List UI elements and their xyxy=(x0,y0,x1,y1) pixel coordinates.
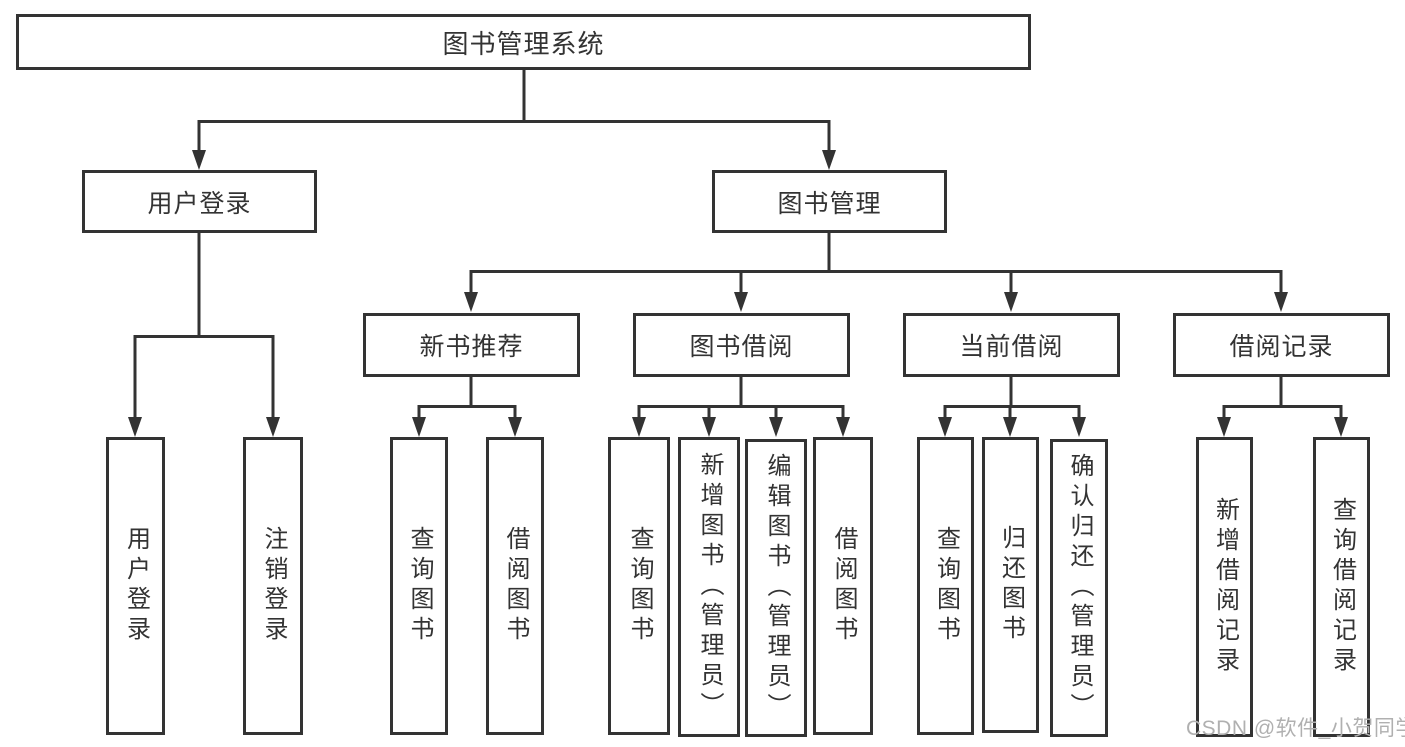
connector-borrow-records-children xyxy=(1217,377,1348,437)
node-current-borrow: 当前借阅 xyxy=(903,313,1120,377)
leaf-add-borrow-record: 新增借阅记录 xyxy=(1196,437,1253,737)
connector-user-login-children xyxy=(128,233,280,437)
leaf-return-books: 归还图书 xyxy=(982,437,1039,733)
leaf-borrow-books: 借阅图书 xyxy=(813,437,873,735)
leaf-borrow-books-recommend: 借阅图书 xyxy=(486,437,544,735)
node-new-book-recommend: 新书推荐 xyxy=(363,313,580,377)
node-book-management: 图书管理 xyxy=(712,170,947,233)
leaf-confirm-return-admin: 确认归还（管理员） xyxy=(1050,439,1108,737)
leaf-edit-books-admin: 编辑图书（管理员） xyxy=(745,439,807,737)
node-borrow-records: 借阅记录 xyxy=(1173,313,1390,377)
connector-book-management-children xyxy=(464,233,1288,312)
leaf-logout: 注销登录 xyxy=(243,437,303,735)
leaf-query-books-recommend: 查询图书 xyxy=(390,437,448,735)
leaf-add-books-admin: 新增图书（管理员） xyxy=(678,437,740,737)
leaf-user-login: 用户登录 xyxy=(106,437,165,735)
connector-book-borrow-children xyxy=(632,377,850,437)
connector-current-borrow-children xyxy=(938,377,1086,437)
connector-root-to-level2 xyxy=(192,70,836,170)
node-root-library-system: 图书管理系统 xyxy=(16,14,1031,70)
csdn-watermark: CSDN @软件_小贺同学 xyxy=(1186,717,1405,740)
leaf-query-books-current: 查询图书 xyxy=(917,437,974,735)
leaf-query-books-borrow: 查询图书 xyxy=(608,437,670,735)
node-book-borrow: 图书借阅 xyxy=(633,313,850,377)
connector-new-book-children xyxy=(412,377,522,437)
leaf-query-borrow-record: 查询借阅记录 xyxy=(1313,437,1370,737)
node-user-login: 用户登录 xyxy=(82,170,317,233)
